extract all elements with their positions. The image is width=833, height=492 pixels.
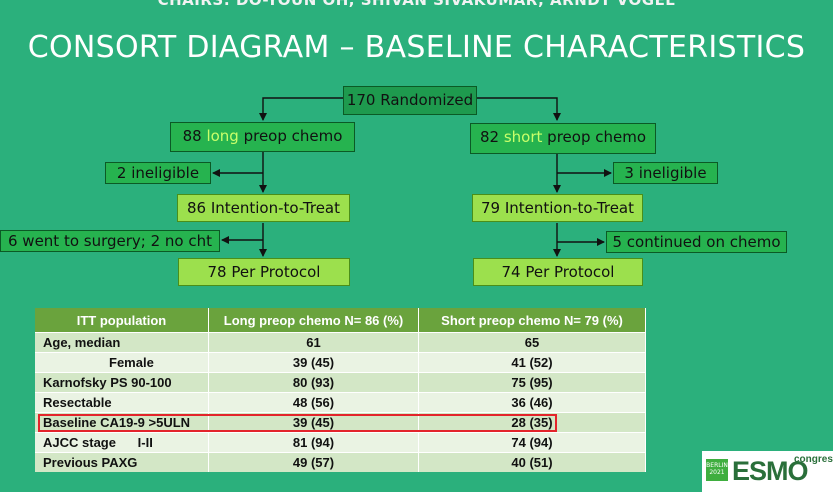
table-row: Age, median 61 65 (35, 332, 646, 352)
short-arm-highlight: short (503, 128, 543, 146)
long-arm-highlight: long (206, 127, 239, 145)
row-label: Baseline CA19-9 >5ULN (35, 412, 209, 432)
slide-title: CONSORT DIAGRAM – BASELINE CHARACTERISTI… (27, 30, 806, 65)
table-header-row: ITT population Long preop chemo N= 86 (%… (35, 308, 646, 332)
long-arm-suffix: preop chemo (238, 127, 343, 145)
row-short-value: 36 (46) (419, 392, 646, 412)
row-label: AJCC stage I-II (35, 432, 209, 452)
right-itt-label: 79 Intention-to-Treat (480, 199, 635, 217)
right-ineligible-box: 3 ineligible (613, 162, 718, 184)
row-long-value: 61 (209, 332, 419, 352)
short-arm-count: 82 (479, 128, 504, 146)
row-long-value: 80 (93) (209, 372, 419, 392)
row-label: Previous PAXG (35, 452, 209, 472)
baseline-table: ITT population Long preop chemo N= 86 (%… (35, 308, 646, 472)
short-arm-box: 82 short preop chemo (470, 123, 656, 154)
long-arm-count: 88 (182, 127, 207, 145)
table-row: Female 39 (45) 41 (52) (35, 352, 646, 372)
ca19-9-highlight-frame (38, 414, 557, 432)
row-long-value: 48 (56) (209, 392, 419, 412)
row-short-value: 41 (52) (419, 352, 646, 372)
short-arm-suffix: preop chemo (542, 128, 646, 146)
left-excluded-label: 6 went to surgery; 2 no cht (7, 232, 213, 250)
esmo-congress-label: congress (794, 454, 833, 465)
row-short-value: 74 (94) (419, 432, 646, 452)
left-ineligible-label: 2 ineligible (116, 164, 200, 182)
left-per-protocol-box: 78 Per Protocol (178, 258, 350, 286)
right-itt-box: 79 Intention-to-Treat (472, 194, 643, 222)
table-row: Previous PAXG 49 (57) 40 (51) (35, 452, 646, 472)
row-short-value: 28 (35) (419, 412, 646, 432)
row-long-value: 39 (45) (209, 352, 419, 372)
long-arm-box: 88 long preop chemo (170, 122, 355, 152)
table-header-short: Short preop chemo N= 79 (%) (419, 308, 646, 332)
left-per-protocol-label: 78 Per Protocol (207, 263, 321, 281)
table-row: Resectable 48 (56) 36 (46) (35, 392, 646, 412)
row-label: Age, median (35, 332, 209, 352)
row-label: Karnofsky PS 90-100 (35, 372, 209, 392)
row-long-value: 81 (94) (209, 432, 419, 452)
randomized-label: 170 Randomized (346, 91, 474, 109)
row-short-value: 65 (419, 332, 646, 352)
right-ineligible-label: 3 ineligible (624, 164, 707, 182)
left-ineligible-box: 2 ineligible (105, 162, 211, 184)
connector-random-right (477, 97, 561, 121)
left-itt-label: 86 Intention-to-Treat (186, 199, 341, 217)
randomized-box: 170 Randomized (343, 86, 477, 115)
table-row: Karnofsky PS 90-100 80 (93) 75 (95) (35, 372, 646, 392)
table-header-population: ITT population (35, 308, 209, 332)
right-excluded-box: 5 continued on chemo (606, 231, 787, 253)
row-short-value: 40 (51) (419, 452, 646, 472)
row-short-value: 75 (95) (419, 372, 646, 392)
row-label: Female (35, 352, 209, 372)
row-label: Resectable (35, 392, 209, 412)
connector-random-left (259, 97, 343, 121)
left-itt-box: 86 Intention-to-Treat (177, 194, 350, 222)
right-excluded-label: 5 continued on chemo (612, 233, 781, 251)
esmo-logo: BERLIN 2021 ESMO congress (702, 451, 833, 492)
row-long-value: 39 (45) (209, 412, 419, 432)
table-row: Baseline CA19-9 >5ULN 39 (45) 28 (35) (35, 412, 646, 432)
right-per-protocol-label: 74 Per Protocol (501, 263, 615, 281)
table-row: AJCC stage I-II 81 (94) 74 (94) (35, 432, 646, 452)
chairs-line: CHAIRS: DO-YOUN OH, SHIVAN SIVAKUMAR, AR… (157, 0, 676, 9)
esmo-wordmark: ESMO (732, 456, 809, 486)
right-per-protocol-box: 74 Per Protocol (473, 258, 643, 286)
left-excluded-box: 6 went to surgery; 2 no cht (0, 230, 220, 252)
row-long-value: 49 (57) (209, 452, 419, 472)
esmo-mark-icon: BERLIN 2021 (706, 459, 728, 481)
table-header-long: Long preop chemo N= 86 (%) (209, 308, 419, 332)
